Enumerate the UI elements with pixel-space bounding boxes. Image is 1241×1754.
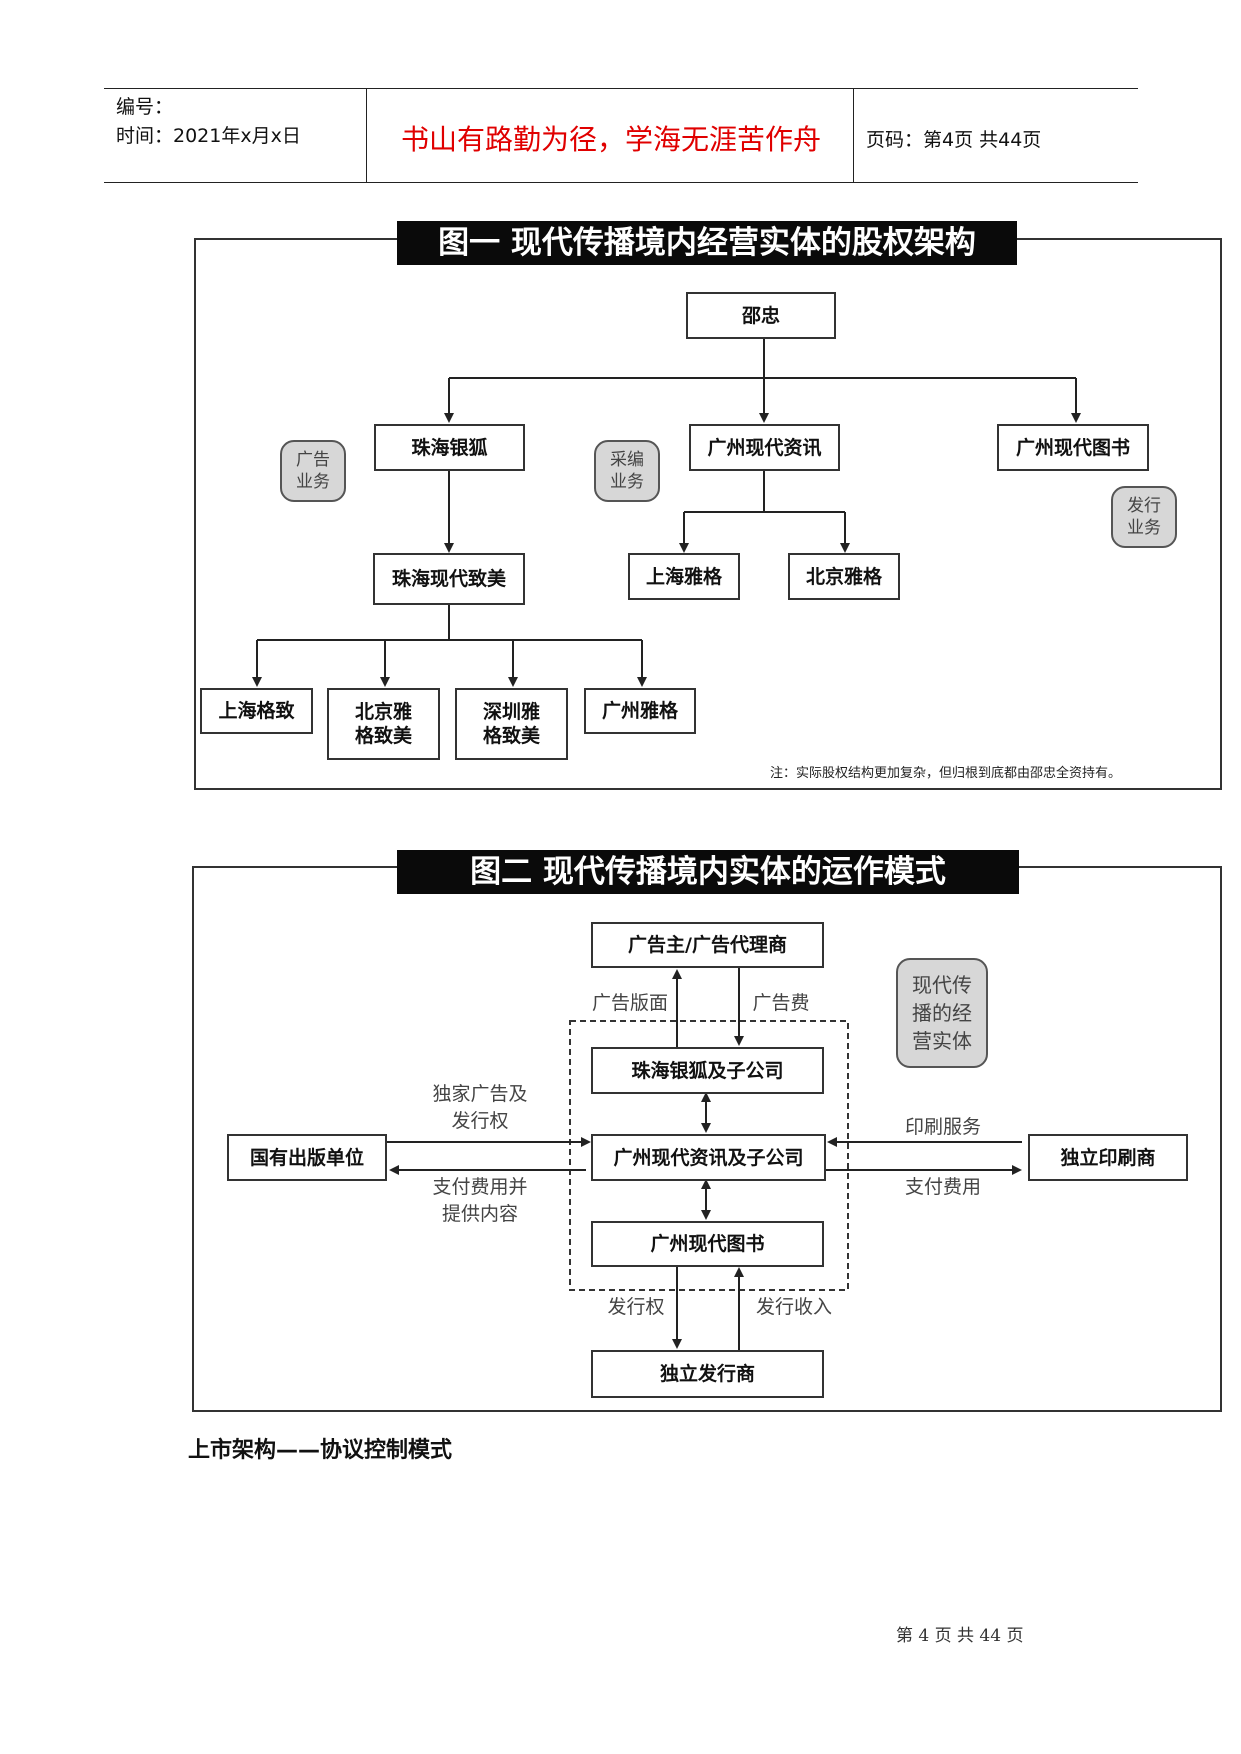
header-divider-left [366, 88, 367, 183]
bubble-ad-business: 广告业务 [280, 440, 346, 502]
node-guangzhou-subsidiaries: 广州现代资讯及子公司 [591, 1134, 826, 1181]
page-footer: 第 4 页 共 44 页 [896, 1626, 1024, 1646]
label-pay-and-content: 支付费用并提供内容 [432, 1176, 528, 1225]
header-top-rule [104, 88, 1138, 89]
node-advertiser: 广告主/广告代理商 [591, 922, 824, 968]
bubble-editorial-business: 采编业务 [594, 440, 660, 502]
node-state-publisher: 国有出版单位 [227, 1134, 387, 1181]
node-sz-yage-zhimei: 深圳雅格致美 [455, 688, 568, 760]
label-distribution-rights: 发行权 [607, 1296, 665, 1318]
node-gz-yage: 广州雅格 [584, 688, 696, 734]
page-label: 页码：第4页 共44页 [866, 129, 1042, 151]
node-root-shaozhong: 邵忠 [686, 292, 836, 339]
node-zhuhai-yinhu: 珠海银狐 [374, 424, 525, 471]
node-bj-yage: 北京雅格 [788, 553, 900, 600]
node-bj-yage-zhimei: 北京雅格致美 [327, 688, 440, 760]
bubble-operating-entities: 现代传播的经营实体 [896, 958, 988, 1068]
label-exclusive-rights: 独家广告及发行权 [432, 1083, 528, 1132]
figure-2-title: 图二 现代传播境内实体的运作模式 [397, 850, 1019, 894]
section-heading: 上市架构——协议控制模式 [188, 1438, 453, 1463]
label-pay-fee: 支付费用 [904, 1176, 981, 1198]
figure-1-note: 注：实际股权结构更加复杂，但归根到底都由邵忠全资持有。 [770, 766, 1122, 781]
node-sh-yage: 上海雅格 [628, 553, 740, 600]
time-label: 时间：2021年x月x日 [116, 125, 301, 147]
node-gz-tushu: 广州现代图书 [591, 1221, 824, 1267]
node-gz-tushu: 广州现代图书 [997, 424, 1149, 471]
node-zhuhai-subsidiaries: 珠海银狐及子公司 [591, 1047, 824, 1094]
label-print-service: 印刷服务 [904, 1116, 981, 1138]
node-sh-gezhi: 上海格致 [200, 688, 313, 734]
label-distribution-income: 发行收入 [755, 1296, 832, 1318]
node-zhuhai-zhimei: 珠海现代致美 [373, 553, 525, 605]
bubble-distribution-business: 发行业务 [1111, 486, 1177, 548]
number-label: 编号： [116, 96, 174, 118]
node-gz-zixun: 广州现代资讯 [689, 424, 840, 471]
header-divider-right [853, 88, 854, 183]
figure-1-title: 图一 现代传播境内经营实体的股权架构 [397, 221, 1017, 265]
node-independent-printer: 独立印刷商 [1028, 1134, 1188, 1181]
label-ad-fee: 广告费 [752, 992, 810, 1014]
node-independent-distributor: 独立发行商 [591, 1350, 824, 1398]
header-bottom-rule [104, 182, 1138, 183]
label-ad-page: 广告版面 [591, 992, 668, 1014]
motto: 书山有路勤为径，学海无涯苦作舟 [400, 123, 821, 156]
